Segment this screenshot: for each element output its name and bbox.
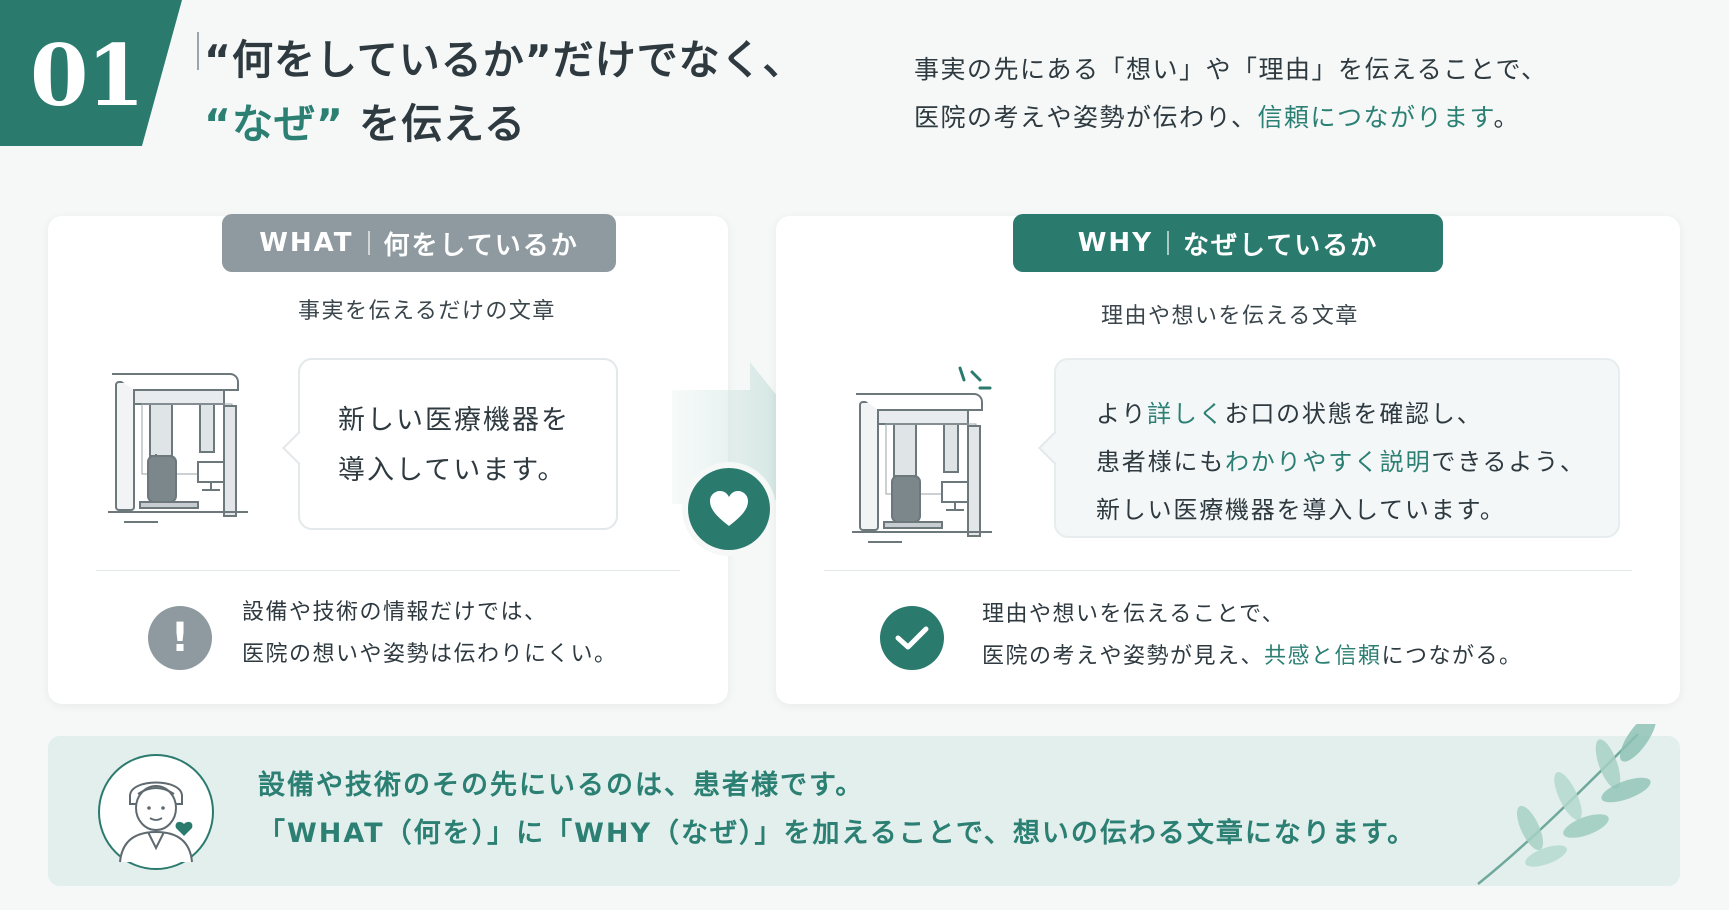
- title-line-2-rest: を伝える: [343, 100, 526, 148]
- what-subtitle: 事実を伝えるだけの文章: [298, 299, 556, 324]
- lead-text: 事実の先にある「想い」や「理由」を伝えることで、 医院の考えや姿勢が伝わり、信頼…: [914, 46, 1548, 142]
- xray-machine-icon: [108, 373, 248, 523]
- what-note-line-1: 設備や技術の情報だけでは、: [242, 600, 548, 625]
- lead-line-2-prefix: 医院の考えや姿勢が伝わり、: [914, 103, 1258, 132]
- title-highlight: “なぜ”: [204, 100, 344, 148]
- summary-banner: 設備や技術のその先にいるのは、患者様です。 「WHAT（何を）」に「WHY（なぜ…: [48, 724, 1680, 886]
- check-icon: [880, 606, 944, 670]
- why-bubble-line-3: 新しい医療機器を導入しています。: [1096, 496, 1506, 524]
- lead-line-2: 医院の考えや姿勢が伝わり、信頼につながります。: [914, 94, 1548, 142]
- why-divider: [824, 570, 1632, 571]
- xray-machine-icon: [852, 366, 992, 543]
- what-divider: [96, 570, 680, 571]
- leaf-decoration-icon: [1477, 724, 1657, 885]
- why-bubble-highlight-1: 詳しく: [1147, 400, 1225, 428]
- why-note-line-2-b: につながる。: [1381, 644, 1523, 669]
- what-tag: WHAT 何をしているか: [222, 214, 616, 272]
- why-tag-jp: なぜしているか: [1183, 230, 1379, 261]
- why-subtitle: 理由や想いを伝える文章: [1101, 304, 1359, 329]
- why-bubble-line-2: 患者様にもわかりやすく説明できるよう、: [1096, 438, 1618, 486]
- summary-text: 設備や技術のその先にいるのは、患者様です。 「WHAT（何を）」に「WHY（なぜ…: [258, 762, 1416, 858]
- lead-line-1: 事実の先にある「想い」や「理由」を伝えることで、: [914, 55, 1548, 84]
- why-note: 理由や想いを伝えることで、 医院の考えや姿勢が見え、共感と信頼につながる。: [982, 594, 1523, 678]
- what-note-line-2: 医院の想いや姿勢は伝わりにくい。: [242, 642, 618, 667]
- lead-line-2-suffix: 。: [1493, 103, 1521, 132]
- heart-icon: [688, 468, 770, 550]
- what-tag-en: WHAT: [259, 228, 354, 258]
- exclamation-icon: !: [148, 606, 212, 670]
- lead-highlight: 信頼につながります: [1257, 103, 1494, 132]
- what-bubble-line-2: 導入しています。: [338, 455, 567, 486]
- title-line-2: “なぜ” を伝える: [204, 92, 805, 156]
- section-number-badge: 01: [0, 0, 182, 146]
- what-bubble-line-1: 新しい医療機器を: [338, 405, 570, 436]
- why-bubble-line-2-a: 患者様にも: [1096, 448, 1225, 476]
- why-note-line-1: 理由や想いを伝えることで、: [982, 602, 1286, 627]
- why-bubble-line-2-b: できるよう、: [1431, 448, 1586, 476]
- title-accent-bar: [197, 32, 199, 70]
- tag-separator: [1167, 231, 1170, 255]
- why-bubble-line-1-a: より: [1096, 400, 1148, 428]
- section-number: 01: [30, 26, 145, 125]
- title-line-1: “何をしているか”だけでなく、: [204, 36, 805, 84]
- what-speech-bubble: 新しい医療機器を 導入しています。: [298, 358, 618, 530]
- what-panel: WHAT 何をしているか 事実を伝えるだけの文章 新しい医療機器を 導入していま…: [48, 214, 728, 704]
- why-note-highlight: 共感と信頼: [1264, 644, 1382, 669]
- summary-line-1: 設備や技術のその先にいるのは、患者様です。: [258, 770, 865, 801]
- why-bubble-line-1-b: お口の状態を確認し、: [1224, 400, 1483, 428]
- summary-line-2: 「WHAT（何を）」に「WHY（なぜ）」を加えることで、想いの伝わる文章になりま…: [258, 818, 1417, 849]
- why-speech-bubble: より詳しくお口の状態を確認し、 患者様にもわかりやすく説明できるよう、 新しい医…: [1054, 358, 1620, 538]
- why-note-line-2-a: 医院の考えや姿勢が見え、: [982, 644, 1265, 669]
- why-bubble-line-1: より詳しくお口の状態を確認し、: [1096, 390, 1618, 438]
- why-tag-en: WHY: [1077, 228, 1154, 258]
- doctor-avatar-icon: [98, 754, 214, 870]
- why-bubble-highlight-2: わかりやすく説明: [1225, 448, 1432, 476]
- what-tag-jp: 何をしているか: [383, 230, 579, 261]
- why-panel: WHY なぜしているか 理由や想いを伝える文章 より詳しくお口の状態を確認し、 …: [776, 214, 1680, 704]
- page-title: “何をしているか”だけでなく、 “なぜ” を伝える: [204, 28, 805, 156]
- why-tag: WHY なぜしているか: [1013, 214, 1443, 272]
- why-note-line-2: 医院の考えや姿勢が見え、共感と信頼につながる。: [982, 636, 1523, 678]
- tag-separator: [367, 231, 370, 255]
- what-note: 設備や技術の情報だけでは、 医院の想いや姿勢は伝わりにくい。: [242, 592, 618, 676]
